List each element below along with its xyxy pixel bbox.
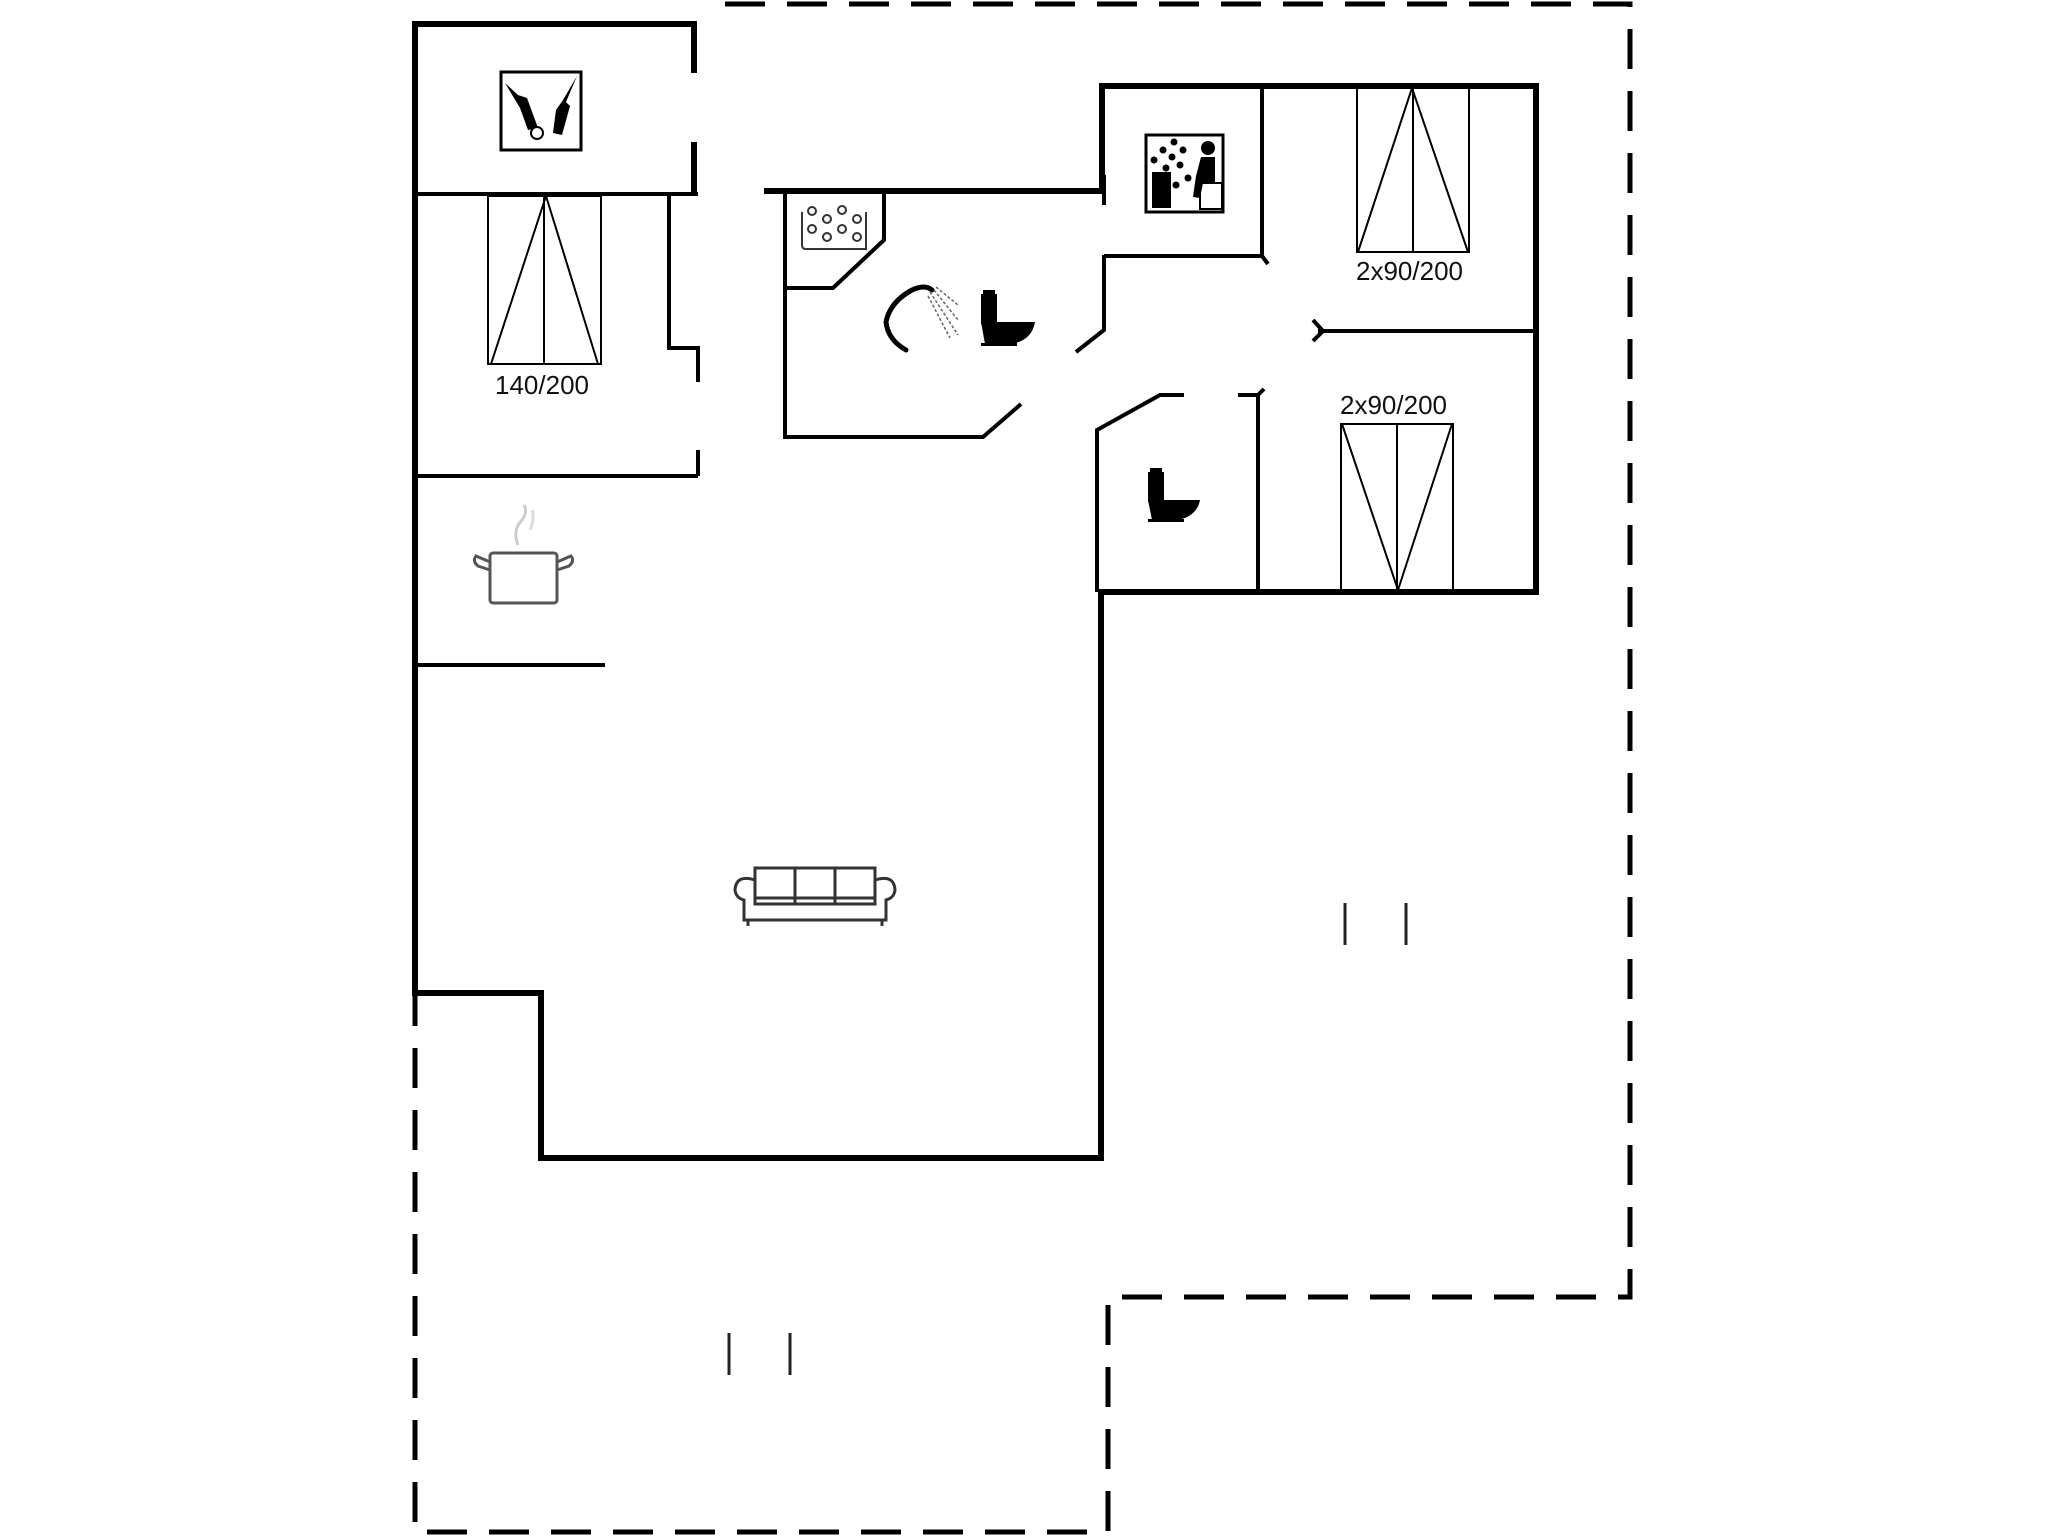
terrace-step-marks	[727, 903, 1408, 1375]
toilet-icon	[1148, 468, 1200, 522]
exterior-walls	[412, 21, 1539, 1161]
bed-size-label-bedroom1: 140/200	[495, 370, 589, 400]
sofa-icon	[733, 866, 897, 926]
terrace-outline	[412, 1, 1633, 1535]
shower-icon	[883, 284, 959, 353]
interior-walls	[415, 86, 1536, 667]
cooking-pot-icon	[472, 504, 575, 605]
whirlpool-bath-icon	[801, 205, 867, 250]
bed-2x90-200-bottom	[1340, 423, 1454, 594]
bed-2x90-200-top	[1356, 84, 1470, 253]
bed-size-label-bedroom2: 2x90/200	[1356, 256, 1463, 286]
bed-size-label-bedroom3: 2x90/200	[1340, 390, 1447, 420]
bed-140-200	[487, 192, 602, 365]
washing-machine-icon	[499, 70, 583, 152]
sauna-icon	[1144, 133, 1225, 214]
toilet-icon	[981, 290, 1035, 346]
